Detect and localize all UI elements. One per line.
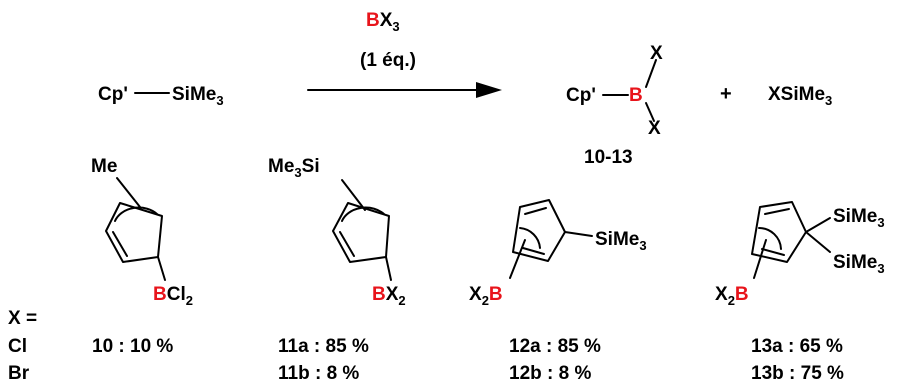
compound-13-ring [751, 201, 807, 263]
compound-13-ring-double-bond-top [764, 208, 790, 215]
compound-12-si-bond [564, 231, 593, 237]
product-cp-label: Cp' [566, 85, 596, 106]
reagent-bx3: BX3 (1 éq.) [360, 10, 416, 71]
compound-11-ring [332, 202, 390, 263]
compound-12-sime3: SiMe3 [595, 229, 647, 253]
compound-13-structure: SiMe3 SiMe3 X2B [715, 201, 885, 308]
compound-12-ring-double-bond-bottom [522, 247, 545, 255]
yield-13b: 13b : 75 % [751, 363, 844, 384]
yield-11a: 11a : 85 % [278, 336, 369, 357]
reactant-sime3-label: SiMe3 [172, 84, 224, 108]
row-label-br: Br [8, 363, 30, 384]
compound-12-structure: SiMe3 X2B [469, 199, 647, 308]
byproduct-xsime3: XSiMe3 [768, 84, 832, 108]
compound-12-ring [512, 199, 566, 262]
yield-10: 10 : 10 % [92, 336, 173, 357]
row-label-cl: Cl [8, 336, 27, 357]
compound-10-me-bond [116, 177, 141, 208]
compound-13-x2b: X2B [715, 284, 749, 308]
compound-11-ring-double-bond [339, 231, 355, 257]
reaction-arrow [307, 82, 502, 98]
compound-12-delocalization-arc [519, 227, 541, 249]
compound-11-delocalization-arc [341, 206, 385, 222]
compound-10-ring [105, 202, 163, 263]
compound-13-sime3-top: SiMe3 [833, 206, 885, 230]
compound-11-bx2: BX2 [372, 284, 406, 308]
compound-13-si-bond-bottom [805, 231, 831, 253]
compound-13-si-bond-top [805, 217, 831, 233]
compound-13-b-bond [753, 239, 767, 279]
x-equals-label: X = [8, 308, 37, 329]
product-boron-atom: B [629, 85, 643, 106]
reactant-cp-label: Cp' [98, 84, 128, 105]
yield-12a: 12a : 85 % [509, 336, 601, 357]
product-b-x-bond-top [645, 59, 657, 88]
product-b-x-bond-bottom [645, 102, 655, 122]
compound-10-structure: Me BCl2 [91, 156, 193, 308]
yield-12b: 12b : 8 % [509, 363, 591, 384]
compound-12-x2b: X2B [469, 284, 503, 308]
yield-11b: 11b : 8 % [278, 363, 359, 384]
compound-13-sime3-bottom: SiMe3 [833, 252, 885, 276]
compound-10-b-bond [157, 256, 166, 281]
reagent-equivalents: (1 éq.) [360, 50, 416, 71]
compound-11-structure: Me3Si BX2 [268, 156, 406, 308]
reagent-formula: BX3 [366, 10, 400, 34]
product-x-top: X [650, 43, 663, 64]
compound-10-me-label: Me [91, 156, 117, 177]
product-x-bottom: X [648, 118, 661, 139]
compound-10-ring-double-bond [112, 231, 128, 257]
compound-11-si-bond [341, 179, 366, 211]
compound-11-b-bond [385, 256, 392, 281]
compound-13-delocalization-arc [758, 226, 782, 250]
compound-11-me3si-label: Me3Si [268, 156, 320, 180]
compound-10-bcl2: BCl2 [153, 284, 193, 308]
yield-13a: 13a : 65 % [751, 336, 843, 357]
product-cp-bx2: Cp' B X X 10-13 [566, 43, 663, 168]
compound-10-delocalization-arc [114, 206, 158, 222]
plus-sign: + [720, 83, 732, 105]
yields-table: X = Cl 10 : 10 % 11a : 85 % 12a : 85 % 1… [8, 308, 844, 384]
compound-12-b-bond [509, 239, 526, 279]
product-compound-label: 10-13 [584, 147, 633, 168]
reaction-arrow-head [476, 82, 502, 98]
compound-13-ring-double-bond-bottom [761, 248, 785, 256]
reactant-cp-sime3: Cp' SiMe3 [98, 84, 224, 108]
compound-12-ring-double-bond-top [524, 207, 547, 215]
